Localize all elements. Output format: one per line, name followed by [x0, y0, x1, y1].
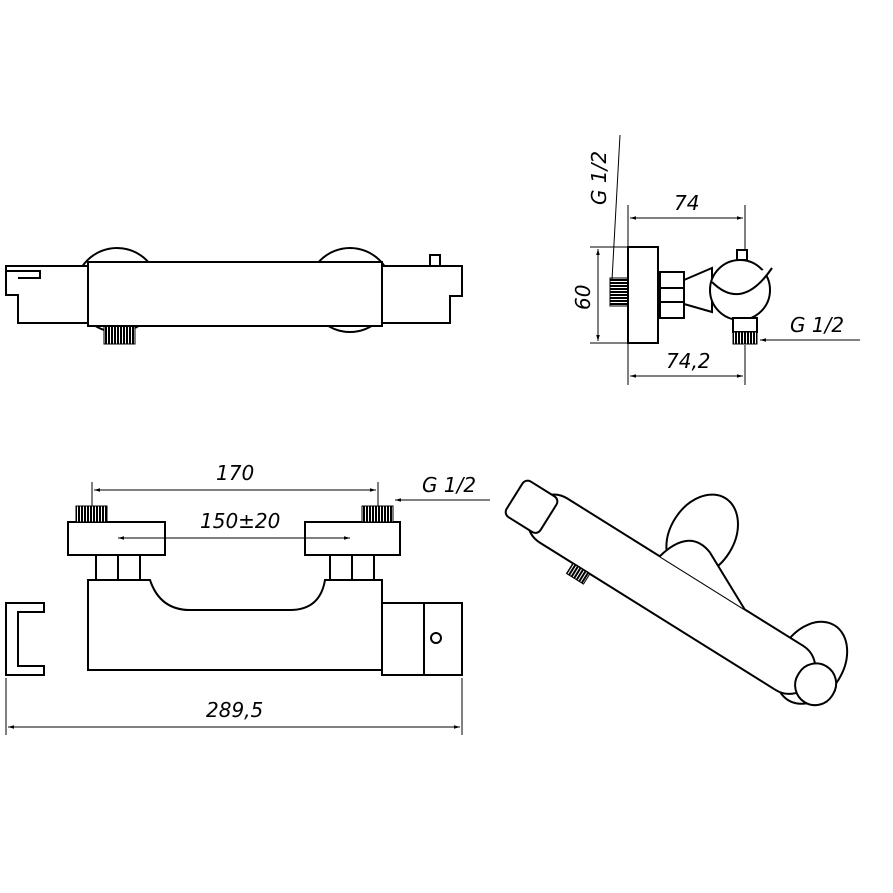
- body: [87, 261, 383, 327]
- right-end-cap: [381, 602, 463, 676]
- outlet-thread: [103, 325, 136, 345]
- front-view: 170 150±20 G 1/2 289,5: [5, 461, 490, 735]
- side-view: 74 74,2 60 G 1/2 G 1/2: [571, 134, 860, 385]
- right-nut: [329, 554, 375, 581]
- right-end-cap: [381, 254, 463, 324]
- left-end-cap: [5, 602, 45, 676]
- pin: [736, 249, 748, 261]
- inlet-thread: [609, 277, 629, 307]
- iso-left-cap: [504, 479, 559, 534]
- dim-74: 74: [674, 191, 699, 215]
- left-end-cap: [5, 265, 89, 324]
- screw: [430, 632, 442, 644]
- dim-289-5: 289,5: [206, 698, 263, 722]
- hex-nut: [659, 271, 685, 319]
- wall-plate: [627, 246, 659, 344]
- right-eccentric: [304, 521, 401, 556]
- dim-g12-front: G 1/2: [422, 473, 476, 497]
- outlet-body: [732, 317, 758, 333]
- iso-body: [526, 493, 817, 695]
- outlet-thread: [732, 331, 758, 345]
- dim-g12-top: G 1/2: [587, 151, 611, 205]
- dim-g12-outlet: G 1/2: [790, 313, 844, 337]
- left-nut: [95, 554, 141, 581]
- iso-top: [659, 539, 746, 610]
- dim-60: 60: [571, 285, 595, 310]
- dim-170: 170: [216, 461, 254, 485]
- dim-150-20: 150±20: [200, 509, 280, 533]
- iso-right-cap: [794, 662, 838, 707]
- iso-outlet: [565, 562, 591, 585]
- dim-74-2: 74,2: [666, 349, 711, 373]
- left-thread: [75, 505, 108, 523]
- connector: [683, 266, 713, 314]
- handle-lever: [711, 267, 773, 296]
- body: [87, 579, 383, 671]
- top-view: [5, 247, 463, 345]
- right-thread: [361, 505, 394, 523]
- isometric-view: [504, 479, 849, 707]
